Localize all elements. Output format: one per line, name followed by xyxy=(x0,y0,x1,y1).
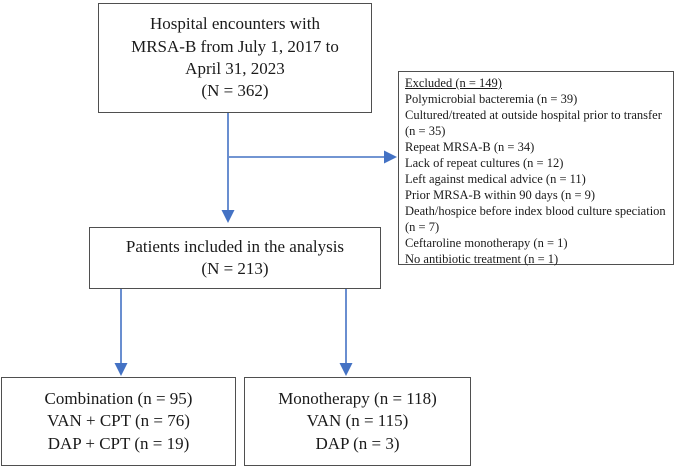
excluded-item: Prior MRSA-B within 90 days (n = 9) xyxy=(405,188,596,202)
combination-box: Combination (n = 95) VAN + CPT (n = 76) … xyxy=(1,377,236,466)
excluded-item: Cultured/treated at outside hospital pri… xyxy=(405,108,662,138)
box-line: Combination (n = 95) xyxy=(44,388,193,408)
excluded-box: Excluded (n = 149) Polymicrobial bactere… xyxy=(398,71,674,266)
arrow-included-to-combination xyxy=(114,289,128,376)
arrow-top-to-included xyxy=(221,113,235,223)
hospital-encounters-box: Hospital encounters with MRSA-B from Jul… xyxy=(98,3,372,113)
excluded-item: Polymicrobial bacteremia (n = 39) xyxy=(405,92,578,106)
box-line: DAP + CPT (n = 19) xyxy=(47,433,190,453)
monotherapy-box: Monotherapy (n = 118) VAN (n = 115) DAP … xyxy=(244,377,471,466)
box-line: Monotherapy (n = 118) xyxy=(278,388,437,408)
excluded-title: Excluded (n = 149) xyxy=(405,76,502,90)
box-line: DAP (n = 3) xyxy=(315,433,400,453)
arrow-included-to-monotherapy xyxy=(339,289,353,376)
box-line: Patients included in the analysis xyxy=(125,236,345,256)
excluded-item: Left against medical advice (n = 11) xyxy=(405,172,586,186)
excluded-item: No antibiotic treatment (n = 1) xyxy=(405,252,559,266)
box-line: April 31, 2023 xyxy=(185,59,285,78)
box-line: (N = 213) xyxy=(201,259,269,278)
excluded-item: Repeat MRSA-B (n = 34) xyxy=(405,140,535,154)
excluded-item: Lack of repeat cultures (n = 12) xyxy=(405,156,564,170)
arrow-to-excluded xyxy=(229,150,397,164)
included-box: Patients included in the analysis (N = 2… xyxy=(89,227,381,289)
box-line: Hospital encounters with xyxy=(150,14,320,34)
box-line: VAN (n = 115) xyxy=(306,411,409,431)
excluded-item: Ceftaroline monotherapy (n = 1) xyxy=(405,236,568,250)
box-line: VAN + CPT (n = 76) xyxy=(47,411,190,431)
excluded-item: Death/hospice before index blood culture… xyxy=(405,204,666,234)
box-line: MRSA-B from July 1, 2017 to xyxy=(131,36,339,56)
box-line: (N = 362) xyxy=(201,81,269,101)
